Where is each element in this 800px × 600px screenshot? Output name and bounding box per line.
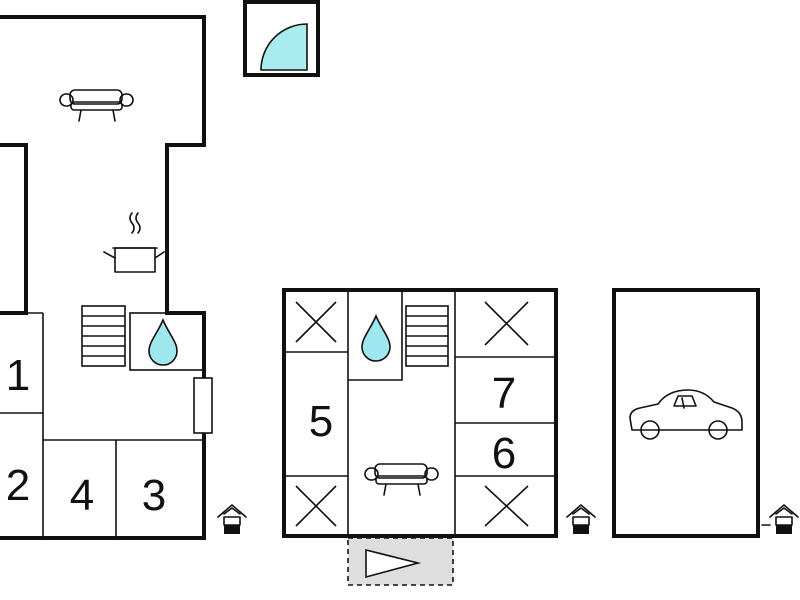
- left-building: 1 2 4 3: [0, 15, 213, 540]
- room-label-5: 5: [309, 397, 333, 446]
- water-drop-icon: [361, 313, 391, 362]
- entrance-icon: [761, 504, 799, 534]
- stairs-icon: [81, 305, 126, 367]
- left-building-walls: [0, 15, 206, 540]
- x-marker-icon: [484, 485, 529, 527]
- sofa-icon: [364, 463, 439, 496]
- room-label-1: 1: [6, 351, 30, 400]
- stairs-icon: [405, 305, 449, 367]
- car-icon: [629, 389, 743, 440]
- x-marker-icon: [295, 485, 337, 527]
- room-label-6: 6: [492, 429, 516, 478]
- water-drop-icon: [148, 317, 178, 366]
- left-interior-walls: [0, 312, 205, 538]
- door-icon: [243, 0, 320, 77]
- middle-interior-walls: [284, 290, 556, 536]
- window: [193, 377, 213, 434]
- entrance-icon: [217, 504, 247, 534]
- garage: [612, 288, 760, 538]
- left-building-inner-wall: [0, 143, 28, 315]
- entrance-icon: [566, 504, 596, 534]
- cooking-pot-icon: [103, 212, 165, 273]
- middle-building-walls: [282, 288, 558, 538]
- room-label-7: 7: [492, 369, 516, 418]
- room-label-3: 3: [142, 471, 166, 520]
- middle-building: 5 7 6: [282, 288, 558, 538]
- x-marker-icon: [484, 301, 529, 346]
- garage-walls: [612, 288, 760, 538]
- sofa-icon: [59, 89, 134, 122]
- x-marker-icon: [295, 301, 337, 343]
- room-label-4: 4: [70, 471, 94, 520]
- room-label-2: 2: [6, 461, 30, 510]
- terrace-icon: [347, 537, 454, 586]
